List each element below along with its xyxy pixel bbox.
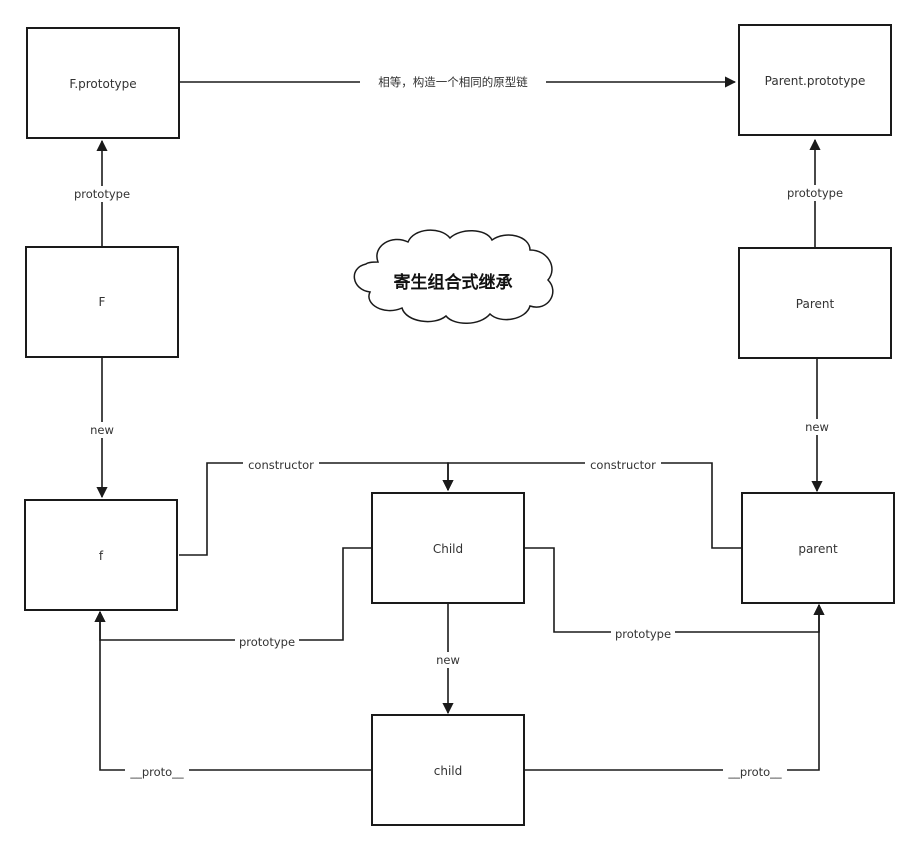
node-Parent[interactable]: Parent xyxy=(738,247,892,359)
node-parent[interactable]: parent xyxy=(741,492,895,604)
edge-label-equal: 相等，构造一个相同的原型链 xyxy=(378,75,528,89)
edge-Parent-prototype: prototype xyxy=(783,138,847,247)
edge-label-Child-prototype-left: prototype xyxy=(239,635,295,649)
edge-F-prototype: prototype xyxy=(70,139,134,246)
node-label-Parent: Parent xyxy=(796,297,835,311)
node-label-child: child xyxy=(434,764,463,778)
node-f[interactable]: f xyxy=(24,499,178,611)
edge-label-F-prototype: prototype xyxy=(74,187,130,201)
diagram-title: 寄生组合式继承 xyxy=(394,272,513,293)
edge-child-proto-left: __proto__ xyxy=(94,610,371,780)
edge-parent-constructor: constructor xyxy=(442,457,741,549)
edge-label-Parent-prototype: prototype xyxy=(787,186,843,200)
node-parent-prototype[interactable]: Parent.prototype xyxy=(738,24,892,136)
edge-f-constructor: constructor xyxy=(179,457,454,556)
node-label-parent: parent xyxy=(798,542,838,556)
edge-label-f-constructor: constructor xyxy=(248,458,314,472)
node-label-f: f xyxy=(99,549,104,563)
node-label-parent-prototype: Parent.prototype xyxy=(765,74,866,88)
node-label-f-prototype: F.prototype xyxy=(69,77,136,91)
edge-label-child-proto-left: __proto__ xyxy=(129,765,184,779)
edge-Child-prototype-right: prototype xyxy=(524,547,825,642)
edge-label-child-proto-right: __proto__ xyxy=(727,765,782,779)
node-Child[interactable]: Child xyxy=(371,492,525,604)
node-F[interactable]: F xyxy=(25,246,179,358)
node-child[interactable]: child xyxy=(371,714,525,826)
edge-label-F-new: new xyxy=(90,423,114,437)
node-label-F: F xyxy=(99,295,106,309)
edge-F-new: new xyxy=(86,357,118,499)
edge-label-Child-new: new xyxy=(436,653,460,667)
node-f-prototype[interactable]: F.prototype xyxy=(26,27,180,139)
edge-Parent-new: new xyxy=(801,358,833,493)
edge-equal: 相等，构造一个相同的原型链 xyxy=(179,74,737,90)
title-cloud: 寄生组合式继承 xyxy=(353,229,554,324)
edge-label-parent-constructor: constructor xyxy=(590,458,656,472)
cloud-shape xyxy=(353,229,554,324)
edge-label-Parent-new: new xyxy=(805,420,829,434)
edge-Child-new: new xyxy=(432,604,464,715)
node-label-Child: Child xyxy=(433,542,463,556)
edge-label-Child-prototype-right: prototype xyxy=(615,627,671,641)
edge-child-proto-right: __proto__ xyxy=(524,603,825,780)
